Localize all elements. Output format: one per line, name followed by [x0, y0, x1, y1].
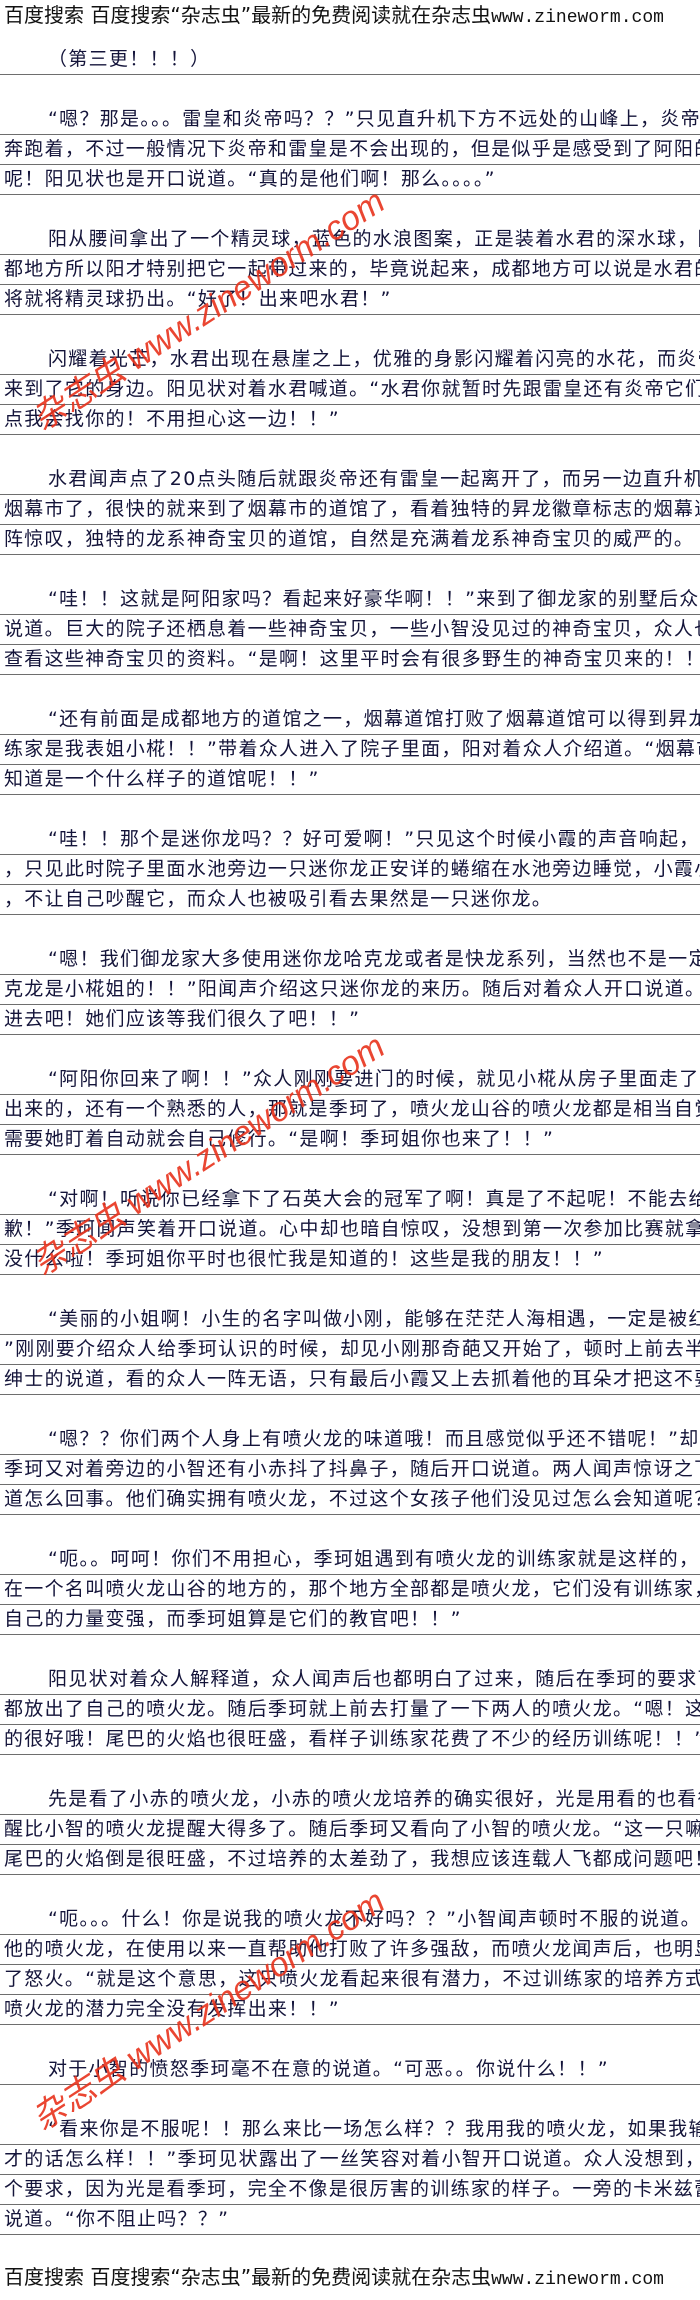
paragraph: 阳见状对着众人解释道，众人闻声后也都明白了过来，随后在季珂的要求下，小赤和小智都…: [0, 1665, 700, 1755]
paragraph: “嗯！我们御龙家大多使用迷你龙哈克龙或者是快龙系列，当然也不是一定要求，这只哈克…: [0, 945, 700, 1035]
paragraph: “对啊！听说你已经拿下了石英大会的冠军了啊！真是了不起呢！不能去给你加油实在抱歉…: [0, 1185, 700, 1275]
text-line: 个要求，因为光是看季珂，完全不像是很厉害的训练家的样子。一旁的卡米兹蕾不由的低声…: [0, 2175, 700, 2205]
text-line: 阳从腰间拿出了一个精灵球，蓝色的水浪图案，正是装着水君的深水球，因为要来到，成: [0, 225, 700, 255]
text-line: 练家是我表姐小椛！！”带着众人进入了院子里面，阳对着众人介绍道。“烟幕市道馆啊！…: [0, 735, 700, 765]
text-line: 季珂又对着旁边的小智还有小赤抖了抖鼻子，随后开口说道。两人闻声惊讶之下，也有些不…: [0, 1455, 700, 1485]
text-line: 绅士的说道，看的众人一阵无语，只有最后小霞又上去抓着他的耳朵才把这不要脸的抓走。: [0, 1365, 700, 1395]
paragraph: “哇！！那个是迷你龙吗？？好可爱啊！”只见这个时候小霞的声音响起，众人闻声望去，…: [0, 825, 700, 915]
text-line: 点我会找你的！不用担心这一边！！”: [0, 405, 700, 435]
text-line: 都地方所以阳才特别把它一起带过来的，毕竟说起来，成都地方可以说是水君的家乡呢！随…: [0, 255, 700, 285]
paragraph: “嗯？？你们两个人身上有喷火龙的味道哦！而且感觉似乎还不错呢！”却见这个时候，季…: [0, 1425, 700, 1515]
bottom-banner: 百度搜索 百度搜索“杂志虫”最新的免费阅读就在杂志虫www.zineworm.c…: [4, 2262, 664, 2292]
paragraph: “美丽的小姐啊！小生的名字叫做小刚，能够在茫茫人海相遇，一定是被红线绑住了！！”…: [0, 1305, 700, 1395]
text-line: 阵惊叹，独特的龙系神奇宝贝的道馆，自然是充满着龙系神奇宝贝的威严的。: [0, 525, 700, 555]
paragraph: 对于小智的愤怒季珂毫不在意的说道。“可恶。。你说什么！！”: [0, 2055, 700, 2085]
paragraph: 水君闻声点了20点头随后就跟炎帝还有雷皇一起离开了，而另一边直升机也已经靠近了烟…: [0, 465, 700, 555]
text-line: 歉！”季珂闻声笑着开口说道。心中却也暗自惊叹，没想到第一次参加比赛就拿到了冠军。…: [0, 1215, 700, 1245]
text-line: “还有前面是成都地方的道馆之一，烟幕道馆打败了烟幕道馆可以得到昇龙徽章，道馆训: [0, 705, 700, 735]
text-line: 烟幕市了，很快的就来到了烟幕市的道馆了，看着独特的昇龙徽章标志的烟幕道馆众人都是…: [0, 495, 700, 525]
text-line: 进去吧！她们应该等我们很久了吧！！”: [0, 1005, 700, 1035]
text-line: 说道。巨大的院子还栖息着一些神奇宝贝，一些小智没见过的神奇宝贝，众人也都拿出了图…: [0, 615, 700, 645]
banner-text: 百度搜索 百度搜索“杂志虫”最新的免费阅读就在杂志虫: [4, 2265, 492, 2289]
paragraph: “还有前面是成都地方的道馆之一，烟幕道馆打败了烟幕道馆可以得到昇龙徽章，道馆训练…: [0, 705, 700, 795]
text-line: 自己的力量变强，而季珂姐算是它们的教官吧！！”: [0, 1605, 700, 1635]
text-line: 的很好哦！尾巴的火焰也很旺盛，看样子训练家花费了不少的经历训练呢！！”: [0, 1725, 700, 1755]
text-line: 将就将精灵球扔出。“好了！出来吧水君！”: [0, 285, 700, 315]
text-line: 了怒火。“就是这个意思，这只喷火龙看起来很有潜力，不过训练家的培养方式太差了，这…: [0, 1965, 700, 1995]
text-line: 才的话怎么样！！”季珂见状露出了一丝笑容对着小智开口说道。众人没想到，季珂会提出…: [0, 2145, 700, 2175]
text-line: “嗯！我们御龙家大多使用迷你龙哈克龙或者是快龙系列，当然也不是一定要求，这只哈: [0, 945, 700, 975]
text-line: 水君闻声点了20点头随后就跟炎帝还有雷皇一起离开了，而另一边直升机也已经靠近了: [0, 465, 700, 495]
text-line: ，只见此时院子里面水池旁边一只迷你龙正安详的蜷缩在水池旁边睡觉，小霞小心翼翼的靠…: [0, 855, 700, 885]
text-line: ”刚刚要介绍众人给季珂认识的时候，却见小刚那奇葩又开始了，顿时上前去半跪在季珂面…: [0, 1335, 700, 1365]
text-line: 说道。“你不阻止吗？？”: [0, 2205, 700, 2235]
banner-text: 百度搜索 百度搜索“杂志虫”最新的免费阅读就在杂志虫: [4, 3, 492, 27]
text-line: 阳见状对着众人解释道，众人闻声后也都明白了过来，随后在季珂的要求下，小赤和小智: [0, 1665, 700, 1695]
text-line: 在一个名叫喷火龙山谷的地方的，那个地方全部都是喷火龙，它们没有训练家，但是都向靠…: [0, 1575, 700, 1605]
text-line: “美丽的小姐啊！小生的名字叫做小刚，能够在茫茫人海相遇，一定是被红线绑住了！！: [0, 1305, 700, 1335]
text-line: 对于小智的愤怒季珂毫不在意的说道。“可恶。。你说什么！！”: [0, 2055, 700, 2085]
text-line: 道怎么回事。他们确实拥有喷火龙，不过这个女孩子他们没见过怎么会知道呢？？: [0, 1485, 700, 1515]
paragraph: “哇！！这就是阿阳家吗？看起来好豪华啊！！”来到了御龙家的别墅后众人不由的开口说…: [0, 585, 700, 675]
text-line: （第三更！！！）: [0, 45, 700, 75]
text-line: “嗯？那是。。。雷皇和炎帝吗？？”只见直升机下方不远处的山峰上，炎帝和雷皇正在: [0, 105, 700, 135]
text-line: 出来的，还有一个熟悉的人，那就是季珂了，喷火龙山谷的喷火龙都是相当自觉的，所以不…: [0, 1095, 700, 1125]
top-banner: 百度搜索 百度搜索“杂志虫”最新的免费阅读就在杂志虫www.zineworm.c…: [4, 0, 664, 30]
text-line: 来到了它的身边。阳见状对着水君喊道。“水君你就暂时先跟雷皇还有炎帝它们叙旧吧！！…: [0, 375, 700, 405]
text-line: “看来你是不服呢！！那么来比一场怎么样？？我用我的喷火龙，如果我输了我就收回刚: [0, 2115, 700, 2145]
text-line: 需要她盯着自动就会自己修行。“是啊！季珂姐你也来了！！”: [0, 1125, 700, 1155]
text-line: ，不让自己吵醒它，而众人也被吸引看去果然是一只迷你龙。: [0, 885, 700, 915]
text-line: 没什么啦！季珂姐你平时也很忙我是知道的！这些是我的朋友！！”: [0, 1245, 700, 1275]
text-line: 喷火龙的潜力完全没有发挥出来！！”: [0, 1995, 700, 2025]
paragraph: “呃。。呵呵！你们不用担心，季珂姐遇到有喷火龙的训练家就是这样的，季珂姐其实是在…: [0, 1545, 700, 1635]
paragraph: “阿阳你回来了啊！！”众人刚刚要进门的时候，就见小椛从房子里面走了出来，而同时出…: [0, 1065, 700, 1155]
text-line: 醒比小智的喷火龙提醒大得多了。随后季珂又看向了小智的喷火龙。“这一只嘛。。047…: [0, 1815, 700, 1845]
text-line: “哇！！那个是迷你龙吗？？好可爱啊！”只见这个时候小霞的声音响起，众人闻声望去: [0, 825, 700, 855]
text-line: “呃。。。什么！你是说我的喷火龙不好吗？？”小智闻声顿时不服的说道。毕竟这可是: [0, 1905, 700, 1935]
text-line: “对啊！听说你已经拿下了石英大会的冠军了啊！真是了不起呢！不能去给你加油实在抱: [0, 1185, 700, 1215]
text-line: “哇！！这就是阿阳家吗？看起来好豪华啊！！”来到了御龙家的别墅后众人不由的开口: [0, 585, 700, 615]
text-line: “呃。。呵呵！你们不用担心，季珂姐遇到有喷火龙的训练家就是这样的，季珂姐其实是: [0, 1545, 700, 1575]
paragraph: “呃。。。什么！你是说我的喷火龙不好吗？？”小智闻声顿时不服的说道。毕竟这可是他…: [0, 1905, 700, 2025]
text-line: 知道是一个什么样子的道馆呢！！”: [0, 765, 700, 795]
paragraph: “看来你是不服呢！！那么来比一场怎么样？？我用我的喷火龙，如果我输了我就收回刚才…: [0, 2115, 700, 2235]
text-line: 呢！阳见状也是开口说道。“真的是他们啊！那么。。。。”: [0, 165, 700, 195]
paragraph: “嗯？那是。。。雷皇和炎帝吗？？”只见直升机下方不远处的山峰上，炎帝和雷皇正在奔…: [0, 105, 700, 195]
text-line: 查看这些神奇宝贝的资料。“是啊！这里平时会有很多野生的神奇宝贝来的！！”: [0, 645, 700, 675]
text-line: 先是看了小赤的喷火龙，小赤的喷火龙培养的确实很好，光是用看的也看得出来，这只提: [0, 1785, 700, 1815]
text-line: 克龙是小椛姐的！！”阳闻声介绍这只迷你龙的来历。随后对着众人开口说道。“好了我们…: [0, 975, 700, 1005]
paragraph: 闪耀着光芒，水君出现在悬崖之上，优雅的身影闪耀着闪亮的水花，而炎帝和雷皇也很快来…: [0, 345, 700, 435]
text-line: 闪耀着光芒，水君出现在悬崖之上，优雅的身影闪耀着闪亮的水花，而炎帝和雷皇也很快: [0, 345, 700, 375]
text-line: 奔跑着，不过一般情况下炎帝和雷皇是不会出现的，但是似乎是感受到了阿阳的到来才出现…: [0, 135, 700, 165]
banner-url-link[interactable]: www.zineworm.com: [491, 8, 664, 28]
paragraph: （第三更！！！）: [0, 45, 700, 75]
text-line: “嗯？？你们两个人身上有喷火龙的味道哦！而且感觉似乎还不错呢！”却见这个时候，: [0, 1425, 700, 1455]
text-line: 他的喷火龙，在使用以来一直帮助他打败了许多强敌，而喷火龙闻声后，也明显的眼中闪耀…: [0, 1935, 700, 1965]
paragraph: 阳从腰间拿出了一个精灵球，蓝色的水浪图案，正是装着水君的深水球，因为要来到，成都…: [0, 225, 700, 315]
text-line: 尾巴的火焰倒是很旺盛，不过培养的太差劲了，我想应该连载人飞都成问题吧！！”: [0, 1845, 700, 1875]
paragraph: 先是看了小赤的喷火龙，小赤的喷火龙培养的确实很好，光是用看的也看得出来，这只提醒…: [0, 1785, 700, 1875]
banner-url-link[interactable]: www.zineworm.com: [491, 2270, 664, 2290]
chapter-content: （第三更！！！） “嗯？那是。。。雷皇和炎帝吗？？”只见直升机下方不远处的山峰上，…: [0, 45, 700, 2265]
text-line: 都放出了自己的喷火龙。随后季珂就上前去打量了一下两人的喷火龙。“嗯！这只喷火龙发…: [0, 1695, 700, 1725]
